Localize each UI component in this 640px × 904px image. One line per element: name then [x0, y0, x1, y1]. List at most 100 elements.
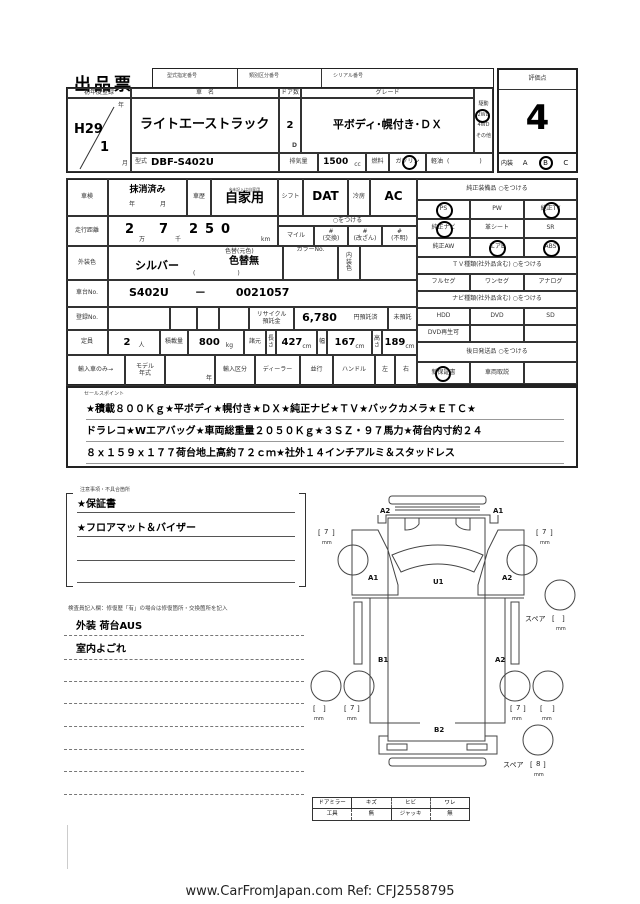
inspection: 抹消済み年月: [108, 178, 187, 216]
import-label: 輸入車のみ→: [66, 355, 125, 386]
reg-cell: [170, 307, 197, 330]
score-label: 評価点: [499, 70, 576, 90]
score-box: 評価点 4 内装 A B C: [497, 68, 578, 173]
scratch-label: キズ: [352, 798, 392, 808]
grade-label: グレード: [301, 88, 474, 98]
svg-text:]: ]: [357, 705, 360, 713]
svg-text:mm: mm: [347, 716, 357, 722]
svg-text:mm: mm: [540, 540, 550, 546]
model-year: 年: [165, 355, 215, 386]
crack-label: ヒビ: [392, 798, 431, 808]
equipment-item: ABS: [524, 238, 577, 257]
svg-text:[: [: [536, 529, 539, 537]
svg-text:]: ]: [523, 705, 526, 713]
fuel-diesel: 軽油( ): [426, 153, 493, 172]
handle-label: ハンドル: [333, 355, 375, 386]
svg-text:]: ]: [323, 705, 326, 713]
import-parallel: 並行: [300, 355, 333, 386]
length-label: 長さ: [266, 330, 276, 355]
mile-option: マイル: [278, 226, 314, 246]
grade: 平ボディ･幌付き･ＤＸ: [301, 98, 474, 153]
sale-points: セールスポイント ★積載８００Ｋｇ★平ボディ★幌付き★ＤＸ★純正ナビ★ＴＶ★バッ…: [66, 386, 578, 468]
mileage-label: 走行距離: [66, 216, 108, 246]
inspector-line: [64, 662, 304, 682]
inspector-line: [64, 752, 304, 772]
dims-label: 諸元: [244, 330, 266, 355]
empty-cell: [470, 325, 524, 342]
svg-text:mm: mm: [556, 626, 566, 632]
mark-header: ○をつける: [278, 216, 417, 226]
inspector-line: [64, 684, 304, 704]
mark-left-side: B1: [378, 656, 388, 664]
svg-text:[: [: [530, 761, 533, 769]
sale-points-label: セールスポイント: [84, 391, 125, 397]
doors-label: ドア数: [279, 88, 301, 98]
tampered-option: # (改ざん): [348, 226, 382, 246]
tread-fr-left: 7: [324, 528, 328, 536]
svg-text:]: ]: [550, 529, 553, 537]
width-label: 幅: [317, 330, 327, 355]
svg-text:mm: mm: [512, 716, 522, 722]
car-name: ライトエーストラック: [131, 98, 279, 153]
drive-2wd: 2WD: [474, 108, 490, 123]
sale-point-line: ８ｘ１５９ｘ１７７荷台地上高約７２ｃｍ★社外１４インチアルミ＆スタッドレス: [86, 444, 564, 464]
inspector-line: 外装 荷台AUS: [64, 617, 304, 636]
navi-sd: SD: [524, 308, 577, 325]
inspector-line: 室内よごれ: [64, 640, 304, 660]
interior-b: B: [535, 155, 555, 170]
sale-point-line: ドラレコ★Wエアバッグ★車両総重量２０５０Ｋｇ★３ＳＺ・９７馬力★荷台内寸約２４: [86, 422, 564, 442]
mark-right-side: A2: [495, 656, 505, 664]
svg-text:[: [: [344, 705, 347, 713]
mileage: 2 万 7 千 2 5 0 km: [108, 216, 278, 246]
recycle-amount: 6,780: [294, 307, 344, 330]
fuel-label: 燃料: [366, 153, 389, 172]
ac-label: 冷房: [348, 178, 370, 216]
car-name-label: 車 名: [131, 88, 279, 98]
recycle-label: リサイクル預託金: [249, 307, 294, 330]
spare1-label: スペア: [525, 615, 546, 623]
unknown-option: # (不明): [382, 226, 417, 246]
chassis-number: S402U－0021057: [108, 280, 417, 307]
tv-analog: アナログ: [524, 274, 577, 291]
drive-label: 駆動: [478, 101, 489, 107]
import-dealer: ディーラー: [255, 355, 300, 386]
mark-front-left: A2: [380, 507, 390, 515]
tread-rr-left: 7: [350, 704, 354, 712]
shift-label: シフト: [278, 178, 303, 216]
dvd-play: DVD再生可: [417, 325, 470, 342]
notes-box: ★保証書 ★フロアマット＆バイザー: [66, 493, 306, 587]
serial-label: シリアル番号: [333, 73, 363, 79]
equipment-item: 純正AW: [417, 238, 470, 257]
capacity-label: 定員: [66, 330, 108, 355]
class-number-label: 類別区分番号: [249, 73, 280, 79]
jack-label: ジャッキ: [392, 809, 431, 820]
mirror-label: ドアミラー: [313, 798, 353, 808]
equipment-item: 革シート: [470, 219, 524, 238]
drive: 駆動 2WD 4WD その他: [474, 88, 493, 153]
svg-text:mm: mm: [322, 540, 332, 546]
equipment-item: 純正ナビ: [417, 219, 470, 238]
note-line: [77, 543, 295, 561]
svg-text:[: [: [313, 705, 316, 713]
tv-header: ＴＶ種類(社外品含む) ○をつける: [417, 257, 577, 274]
later-manual: 車両取説: [470, 362, 524, 384]
reg-label: 登録No.: [66, 307, 108, 330]
mark-rear: B2: [434, 726, 444, 734]
note-line: ★フロアマット＆バイザー: [77, 519, 295, 537]
mark-front-right: A1: [493, 507, 503, 515]
reg-cell: [197, 307, 219, 330]
handle-right: 右: [395, 355, 417, 386]
chassis-label: 車台No.: [66, 280, 108, 307]
vehicle-info-table: 初年度登録 車 名 ドア数 グレード H29 年 1 月 ライトエーストラック …: [66, 87, 494, 173]
navi-dvd: DVD: [470, 308, 524, 325]
reg-number: [108, 307, 170, 330]
tv-fullseg: フルセグ: [417, 274, 470, 291]
tools-label: 工具: [313, 809, 353, 820]
svg-text:]: ]: [543, 761, 546, 769]
jack-value: 無: [447, 811, 453, 817]
